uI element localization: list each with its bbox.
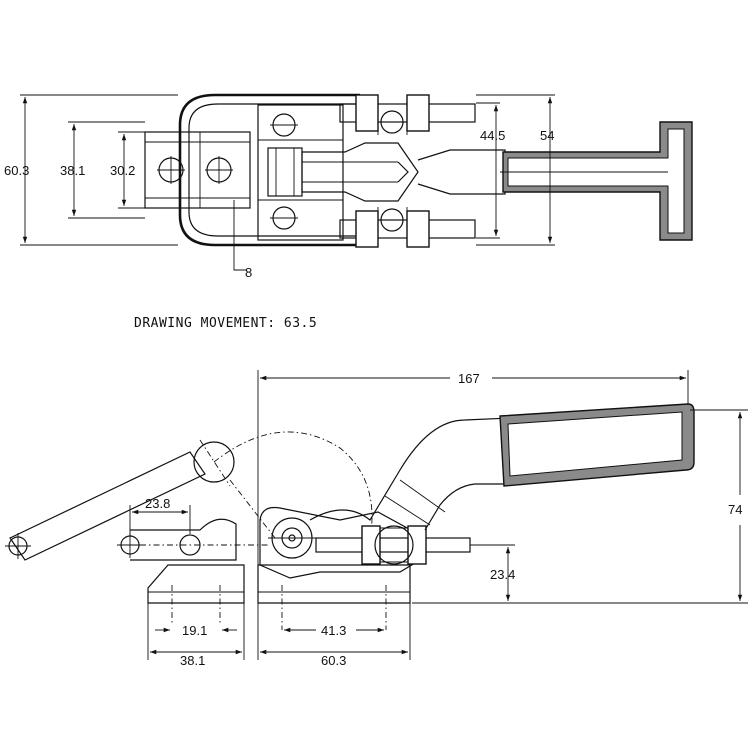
small-base	[147, 564, 245, 604]
dim-length: 167	[458, 371, 480, 386]
dim-overall-height: 60.3	[4, 163, 29, 178]
top-view: 60.3 38.1 30.2 8 44.5 54	[4, 93, 693, 280]
nut-bottom-1	[355, 210, 379, 248]
base-plate-top	[144, 131, 251, 209]
open-position-arm	[9, 451, 206, 561]
spindle	[315, 537, 471, 553]
dim-spindle-height: 23.4	[490, 567, 515, 582]
dim-outer-span: 54	[540, 128, 554, 143]
dim-base-inner: 30.2	[110, 163, 135, 178]
dim-slot: 8	[245, 265, 252, 280]
clamp-body-side	[259, 506, 421, 579]
dim-base-width-small: 38.1	[180, 653, 205, 668]
dim-bolt-span: 44.5	[480, 128, 505, 143]
handle-lever	[309, 417, 511, 531]
nut-top-1	[355, 94, 379, 132]
u-strap	[178, 93, 360, 247]
dim-height: 74	[728, 502, 742, 517]
open-position-joint	[193, 441, 235, 483]
nut-top-2	[406, 94, 430, 132]
hook-open	[130, 518, 237, 561]
dim-base-width-large: 60.3	[321, 653, 346, 668]
side-view: 167 74 23.4 23.8 19.1 38.1 41.3 60.	[5, 370, 748, 668]
dim-hook-offset: 23.8	[145, 496, 170, 511]
dim-hole-spacing-small: 19.1	[182, 623, 207, 638]
toggle-link	[301, 142, 419, 202]
drawing-movement-note: DRAWING MOVEMENT: 63.5	[134, 316, 317, 331]
large-base	[257, 564, 411, 604]
swing-arc	[213, 431, 373, 541]
spindle-nut	[374, 525, 414, 565]
dim-body-height: 38.1	[60, 163, 85, 178]
nut-bottom-2	[406, 210, 430, 248]
dim-hole-spacing-large: 41.3	[321, 623, 346, 638]
clamp-body-top	[257, 104, 344, 241]
